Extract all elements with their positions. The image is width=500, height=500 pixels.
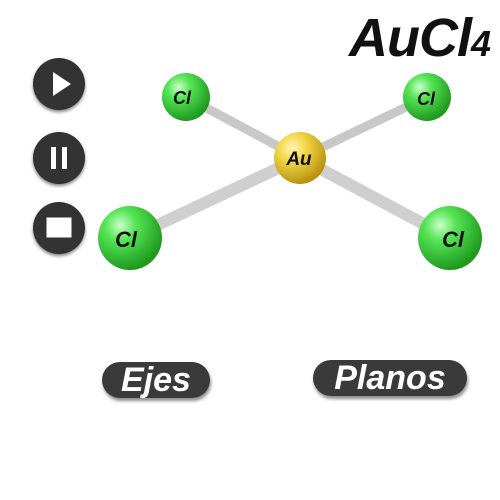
- planes-button[interactable]: Planos: [313, 360, 467, 396]
- atom-au-center: Au: [274, 132, 326, 184]
- atom-cl-lower-left: Cl: [98, 206, 162, 270]
- axes-button[interactable]: Ejes: [102, 362, 210, 398]
- stop-button[interactable]: [33, 202, 85, 254]
- atom-cl-upper-left: Cl: [162, 73, 210, 121]
- atom-label: Cl: [173, 88, 192, 108]
- atom-label: Cl: [442, 227, 465, 252]
- title-subscript: 4: [470, 23, 491, 64]
- atom-cl-lower-right: Cl: [418, 206, 482, 270]
- atom-label: Au: [285, 149, 312, 170]
- stop-icon: [46, 217, 72, 238]
- play-button[interactable]: [33, 58, 85, 110]
- pause-button[interactable]: [33, 132, 85, 184]
- play-icon: [53, 72, 71, 96]
- atom-label: Cl: [417, 89, 436, 109]
- molecule-title: AuCl4: [348, 8, 491, 74]
- atom-label: Cl: [115, 227, 138, 252]
- title-formula: AuCl: [348, 8, 472, 68]
- pause-icon: [51, 147, 67, 169]
- atom-cl-upper-right: Cl: [403, 73, 451, 121]
